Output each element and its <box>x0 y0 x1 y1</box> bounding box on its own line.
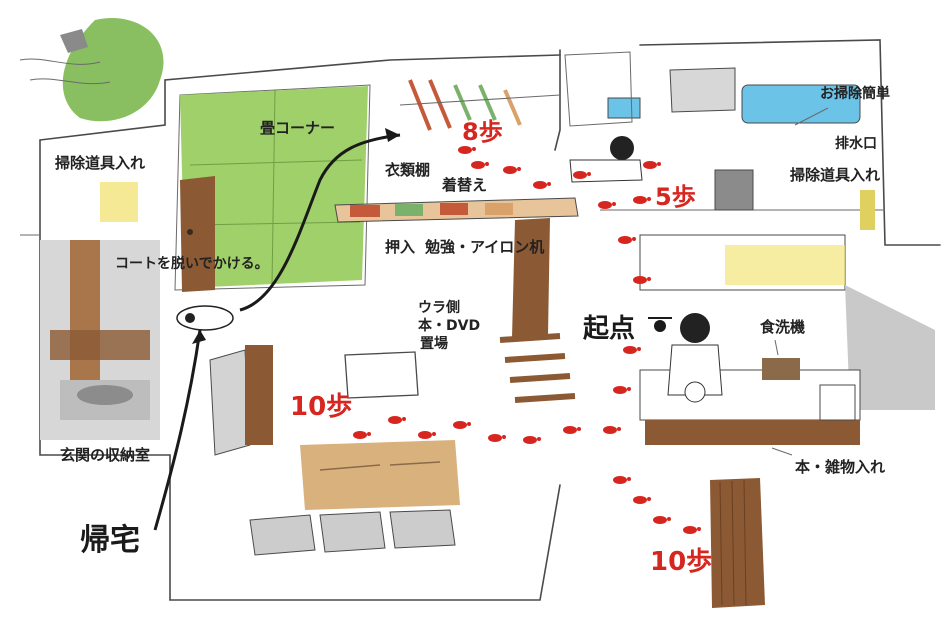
leader-line <box>774 339 779 356</box>
label-books-misc: 本・雑物入れ <box>795 458 885 476</box>
footprint <box>418 431 436 439</box>
center-table <box>344 351 419 399</box>
footprint <box>471 161 489 169</box>
footprint <box>653 516 671 524</box>
footprint <box>598 201 616 209</box>
sofa <box>300 440 460 510</box>
wooden-door-left <box>180 176 215 292</box>
leader-line <box>794 107 829 126</box>
tatami-area <box>180 86 368 288</box>
footprint <box>683 526 701 534</box>
label-cleaning-easy: お掃除簡単 <box>820 85 890 102</box>
label-study: 勉強・アイロン机 <box>424 238 544 256</box>
footprint <box>388 416 406 424</box>
person-bath <box>569 136 643 183</box>
label-cleaning-tools-left: 掃除道具入れ <box>55 154 145 172</box>
step-count-entrance: 10歩 <box>290 392 352 422</box>
footprint <box>453 421 471 429</box>
footprint <box>458 146 476 154</box>
footprint <box>623 346 641 354</box>
hanging-clothes <box>399 79 561 131</box>
label-clothes-shelf: 衣類棚 <box>385 161 430 179</box>
step-count-bath: 5歩 <box>655 183 696 211</box>
label-tatami-corner: 畳コーナー <box>260 119 335 137</box>
wooden-board <box>710 478 765 608</box>
clothes-shelf <box>334 197 579 338</box>
footprint <box>603 426 621 434</box>
label-drain: 排水口 <box>835 135 877 152</box>
bathroom <box>564 51 875 230</box>
label-cleaning-tools-right: 掃除道具入れ <box>790 166 880 184</box>
label-entrance-storage: 玄関の収納室 <box>60 446 150 464</box>
kitchen-counter <box>639 234 935 445</box>
label-start-point: 起点 <box>583 313 635 344</box>
label-coat: コートを脱いでかける。 <box>115 255 269 272</box>
label-changing: 着替え <box>441 176 487 194</box>
route-arrows <box>153 128 401 531</box>
entrance-panel <box>209 345 273 456</box>
footprint <box>503 166 521 174</box>
footprint <box>643 161 661 169</box>
stairs <box>499 333 576 403</box>
footprint <box>613 386 631 394</box>
footprint <box>533 181 551 189</box>
label-dishwasher: 食洗機 <box>760 318 805 336</box>
garden-plant <box>19 18 164 122</box>
footprint <box>488 434 506 442</box>
label-closet: 押入 <box>385 238 415 256</box>
footprint <box>523 436 541 444</box>
entrance-storage-room <box>40 182 160 440</box>
coat-figure <box>176 305 234 331</box>
person-cook <box>667 313 723 403</box>
footprint <box>563 426 581 434</box>
floor-mats <box>249 509 456 556</box>
footprint <box>633 196 651 204</box>
start-dot <box>648 317 672 332</box>
label-book-dvd: 本・DVD <box>418 317 480 334</box>
step-count-tatami: 8歩 <box>462 118 503 146</box>
footprint <box>353 431 371 439</box>
leader-line <box>771 447 793 456</box>
label-coming-home: 帰宅 <box>80 523 140 558</box>
footprint <box>613 476 631 484</box>
footprint <box>618 236 636 244</box>
step-count-bottom: 10歩 <box>650 547 712 577</box>
label-storage-place: 置場 <box>420 335 448 352</box>
footprint <box>633 496 651 504</box>
label-back-side: ウラ側 <box>418 299 460 316</box>
